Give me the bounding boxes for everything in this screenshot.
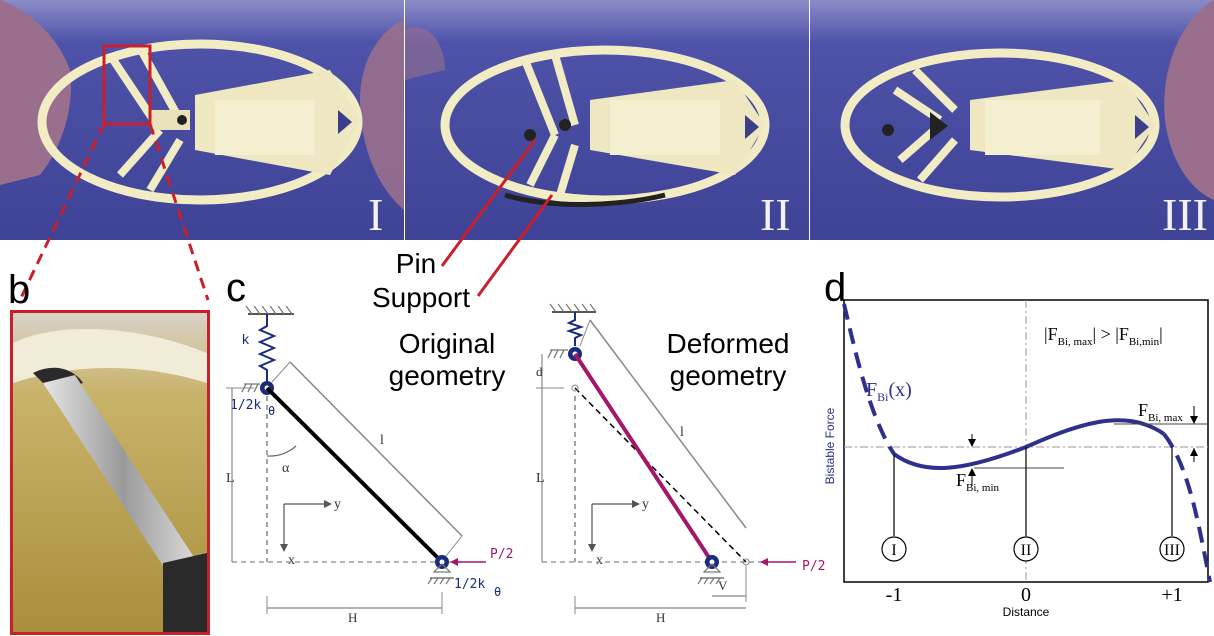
label-theta-top: θ <box>268 404 275 418</box>
mechanism-diagram: k 1/2k θ l α L y x 1/2k <box>226 303 825 625</box>
label-P2-original: P/2 <box>490 547 513 562</box>
original-geometry: k 1/2k θ l α L y x 1/2k <box>226 305 513 625</box>
label-k: k <box>242 331 250 347</box>
deformed-label-x: x <box>596 553 603 568</box>
bistable-force-plot: I II III FBi(x) FBi, max FBi, min |FBi, … <box>824 299 1212 619</box>
photo-frame-2-image <box>405 0 809 240</box>
photo-frame-2: II <box>405 0 809 240</box>
label-l: l <box>380 433 384 448</box>
title-original-line2: geometry <box>388 360 506 392</box>
force-curve-dashed-left <box>842 303 896 456</box>
frame-label-2: II <box>760 189 791 240</box>
photo-frame-3-image <box>810 0 1214 240</box>
title-deformed-geometry: Deformed geometry <box>658 328 798 392</box>
title-original-line1: Original <box>398 328 496 359</box>
photo-zoom <box>10 310 210 635</box>
label-y: y <box>334 497 341 512</box>
label-P2-deformed: P/2 <box>802 559 825 574</box>
label-L: L <box>226 471 235 486</box>
deformed-label-L: L <box>536 471 545 486</box>
x-tick-minus1: -1 <box>886 584 903 606</box>
state-marker-3 <box>1159 536 1185 562</box>
title-original-geometry: Original geometry <box>382 328 512 392</box>
deformed-bar <box>573 352 714 564</box>
state-marker-2 <box>1013 536 1039 562</box>
label-alpha: α <box>282 461 290 476</box>
photo-frame-1-image <box>0 0 404 240</box>
spring-icon <box>257 314 277 382</box>
frame-label-3: III <box>1162 189 1208 240</box>
title-deformed-line1: Deformed <box>666 328 790 359</box>
rigid-bar <box>265 386 444 564</box>
state-label-1: I <box>891 542 896 559</box>
label-d: d <box>536 364 543 379</box>
panel-label-b: b <box>8 268 31 312</box>
frame-label-1: I <box>368 189 384 240</box>
fbi-label: FBi(x) <box>866 379 912 404</box>
fmax-label: FBi, max <box>1138 400 1183 424</box>
label-V: V <box>718 578 728 593</box>
label-H-original: H <box>348 610 357 625</box>
label-half-k-top: 1/2k <box>230 398 261 413</box>
callout-pin: Pin <box>395 248 437 279</box>
photo-zoom-image <box>13 313 207 632</box>
y-axis-label: Bistable Force <box>824 407 837 484</box>
condition-label: |FBi, max| > |FBi,min| <box>1044 324 1163 348</box>
x-tick-0: 0 <box>1021 584 1031 606</box>
state-label-3: III <box>1164 542 1180 559</box>
deformed-label-H: H <box>656 610 665 625</box>
deformed-label-y: y <box>642 497 649 512</box>
panel-label-c: c <box>226 266 246 310</box>
label-theta-bottom: θ <box>494 585 501 599</box>
panel-label-d: d <box>824 266 847 310</box>
x-axis-label: Distance <box>1003 605 1050 619</box>
deformed-label-l: l <box>680 425 684 440</box>
photo-frame-1: I <box>0 0 404 240</box>
force-curve-dashed-right <box>1162 432 1212 583</box>
state-label-2: II <box>1021 542 1032 559</box>
x-tick-plus1: +1 <box>1161 584 1182 606</box>
force-curve-solid <box>892 418 1166 471</box>
state-marker-1 <box>881 536 907 562</box>
label-x: x <box>288 553 295 568</box>
fmin-label: FBi, min <box>956 470 1000 494</box>
callout-support: Support <box>371 282 471 313</box>
deformed-geometry: l d L y x P/2 V H <box>536 303 825 625</box>
compressed-spring-icon <box>565 312 585 346</box>
title-deformed-line2: geometry <box>669 360 787 392</box>
photo-frame-3: III <box>810 0 1214 240</box>
label-half-k-bottom: 1/2k <box>454 577 485 592</box>
